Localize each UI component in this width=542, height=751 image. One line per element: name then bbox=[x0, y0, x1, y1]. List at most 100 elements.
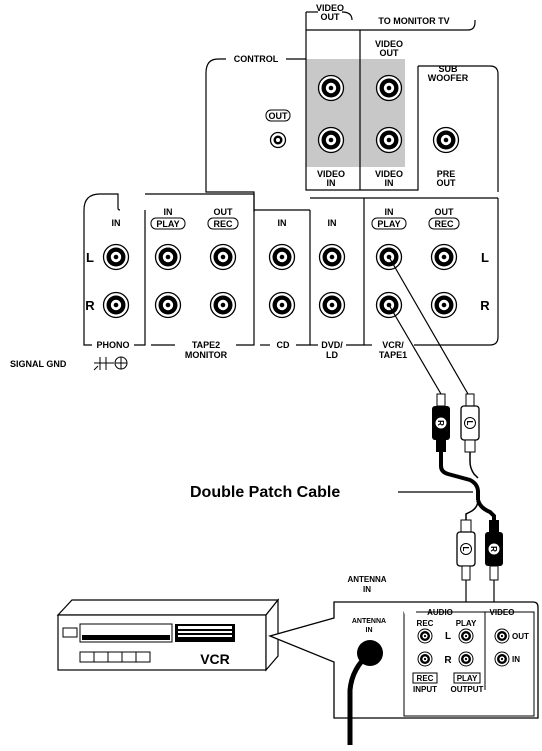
vcr-rec-box-label: REC bbox=[417, 674, 434, 683]
phono-r-jack bbox=[102, 291, 130, 319]
control-out-label: OUT bbox=[269, 111, 289, 121]
video-out-top-label-1: VIDEO bbox=[316, 3, 344, 13]
sub-woofer-label-1: SUB bbox=[438, 64, 458, 74]
vcr-rec-l-jack bbox=[430, 243, 458, 271]
cable-wires bbox=[388, 256, 496, 661]
control-label: CONTROL bbox=[234, 54, 279, 64]
vcr-in-label: IN bbox=[385, 207, 394, 217]
tape2-play-l-jack bbox=[154, 243, 182, 271]
to-monitor-tv-label: TO MONITOR TV bbox=[378, 16, 449, 26]
video-out-top-label-2: OUT bbox=[321, 12, 341, 22]
vcr-r-label: R bbox=[444, 655, 452, 666]
ground-terminal-icon bbox=[114, 356, 128, 370]
sub-woofer-label-2: WOOFER bbox=[428, 73, 469, 83]
vcr-video-out-jack bbox=[494, 628, 510, 644]
tape2-play-r-jack bbox=[154, 291, 182, 319]
plug-upper-right-letter: L bbox=[465, 421, 474, 426]
vcr-tape1-label-2: TAPE1 bbox=[379, 350, 407, 360]
vcr-input-label: INPUT bbox=[413, 685, 437, 694]
vcr-play-l-jack bbox=[458, 628, 474, 644]
antenna-in-inner-label-2: IN bbox=[366, 627, 373, 634]
tape2-in-label: IN bbox=[164, 207, 173, 217]
vcr-rec-r-jack bbox=[417, 651, 433, 667]
plug-lower-left-letter: L bbox=[461, 547, 470, 552]
tape2-rec-l-jack bbox=[209, 243, 237, 271]
control-out-jack bbox=[269, 131, 287, 149]
cable-plug-lower-right: R bbox=[485, 520, 503, 581]
phono-label: PHONO bbox=[96, 340, 129, 350]
vcr-label: VCR bbox=[200, 651, 230, 667]
antenna-in-inner-label-1: ANTENNA bbox=[352, 618, 386, 625]
tape2-out-label: OUT bbox=[214, 207, 234, 217]
video-in-1-label-1: VIDEO bbox=[317, 169, 345, 179]
video-out-mon-label-1: VIDEO bbox=[375, 39, 403, 49]
video-in-2-label-1: VIDEO bbox=[375, 169, 403, 179]
antenna-in-outer-label-2: IN bbox=[363, 585, 371, 594]
video-in-jack-2 bbox=[375, 126, 403, 154]
vcr-device: VCR bbox=[56, 598, 280, 672]
vcr-rec-r-jack bbox=[430, 291, 458, 319]
vcr-play-box bbox=[453, 672, 481, 684]
tape2-rec-label: REC bbox=[213, 219, 233, 229]
phono-in-label: IN bbox=[112, 218, 121, 228]
antenna-in-outer-label-1: ANTENNA bbox=[347, 575, 386, 584]
vcr-out-label: OUT bbox=[435, 207, 455, 217]
double-patch-cable-label: Double Patch Cable bbox=[190, 484, 340, 501]
vcr-rec-box bbox=[412, 672, 438, 684]
sub-woofer-pre-out-jack bbox=[432, 126, 460, 154]
vcr-play-label: PLAY bbox=[377, 219, 400, 229]
vcr-rec-l-jack bbox=[417, 628, 433, 644]
right-l-label: L bbox=[481, 250, 489, 265]
vcr-tape1-label-1: VCR/ bbox=[382, 340, 404, 350]
vcr-back-panel: ANTENNA IN ANTENNA IN AUDIO VIDEO REC PL… bbox=[267, 575, 539, 745]
cd-l-jack bbox=[268, 243, 296, 271]
vcr-audio-label: AUDIO bbox=[427, 608, 453, 617]
vcr-rec-label: REC bbox=[417, 619, 434, 628]
tape2-rec-badge bbox=[207, 217, 239, 230]
vcr-rec-label: REC bbox=[434, 219, 454, 229]
vcr-play-badge bbox=[371, 217, 407, 230]
vcr-video-label: VIDEO bbox=[490, 608, 515, 617]
vcr-rec-badge bbox=[428, 217, 460, 230]
cd-r-jack bbox=[268, 291, 296, 319]
tape2-monitor-label-2: MONITOR bbox=[185, 350, 228, 360]
cable-plug-lower-left: L bbox=[456, 519, 476, 581]
video-in-2-label-2: IN bbox=[385, 178, 394, 188]
dvd-in-label: IN bbox=[328, 218, 337, 228]
dvd-r-jack bbox=[318, 291, 346, 319]
phono-l-jack bbox=[102, 243, 130, 271]
pre-out-label-1: PRE bbox=[437, 169, 456, 179]
vcr-output-label: OUTPUT bbox=[451, 685, 484, 694]
dvd-ld-label-2: LD bbox=[326, 350, 338, 360]
pre-out-label-2: OUT bbox=[437, 178, 457, 188]
cable-plug-upper-right: L bbox=[460, 393, 480, 453]
vcr-video-in-jack bbox=[494, 651, 510, 667]
video-panel: VIDEO OUT TO MONITOR TV VIDEO OUT SUB WO… bbox=[205, 3, 499, 212]
audio-panel: IN IN PLAY OUT REC IN IN IN PLAY OUT REC… bbox=[10, 193, 499, 371]
cd-label: CD bbox=[277, 340, 290, 350]
plug-upper-left-letter: R bbox=[436, 420, 445, 426]
video-in-1-label-2: IN bbox=[327, 178, 336, 188]
vcr-l-label: L bbox=[445, 631, 451, 642]
cd-in-label: IN bbox=[278, 218, 287, 228]
vcr-play-box-label: PLAY bbox=[457, 674, 478, 683]
dvd-ld-label-1: DVD/ bbox=[321, 340, 343, 350]
tape2-play-label: PLAY bbox=[156, 219, 179, 229]
left-r-label: R bbox=[85, 298, 95, 313]
left-l-label: L bbox=[86, 250, 94, 265]
vcr-video-in-label: IN bbox=[512, 655, 520, 664]
tape2-play-badge bbox=[150, 217, 186, 230]
out-badge bbox=[265, 109, 291, 122]
dvd-l-jack bbox=[318, 243, 346, 271]
monitor-video-out-jack bbox=[375, 74, 403, 102]
plug-lower-right-letter: R bbox=[489, 546, 498, 552]
vcr-video-out-label: OUT bbox=[512, 632, 529, 641]
video-out-jack bbox=[317, 74, 345, 102]
ground-symbol-icon bbox=[93, 357, 114, 371]
video-out-mon-label-2: OUT bbox=[380, 48, 400, 58]
video-in-jack-1 bbox=[317, 126, 345, 154]
tape2-rec-r-jack bbox=[209, 291, 237, 319]
signal-gnd-label: SIGNAL GND bbox=[10, 359, 67, 369]
vcr-play-r-jack bbox=[458, 651, 474, 667]
